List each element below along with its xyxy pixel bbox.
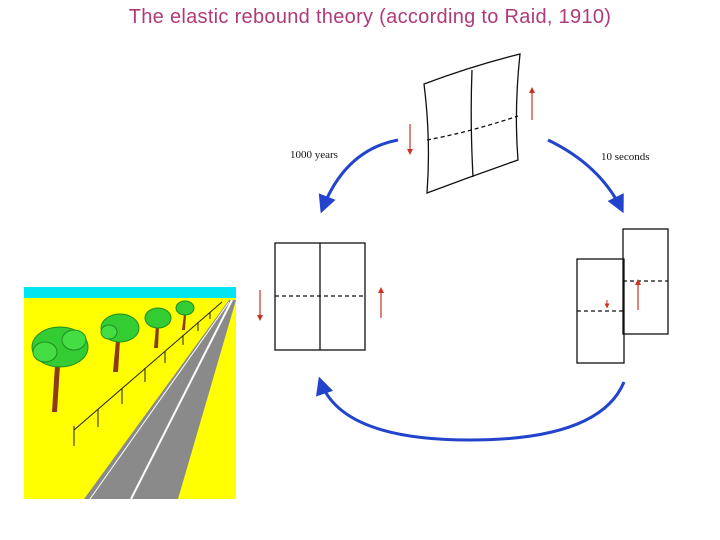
road-edge-line [89, 301, 230, 500]
tree-3 [144, 307, 172, 348]
cycle-arrow-top-left [318, 138, 399, 214]
fault-block-offset [576, 228, 669, 364]
road-center-line [130, 299, 233, 500]
label-1000-years: 1000 years [290, 149, 338, 161]
cycle-arrow-top-right [547, 138, 624, 214]
tree-4 [175, 300, 195, 330]
sky-strip [24, 287, 236, 298]
fence [73, 301, 223, 446]
slide-title: The elastic rebound theory (according to… [128, 6, 612, 28]
tree-1 [31, 326, 89, 412]
tree-2 [100, 313, 140, 372]
cycle-arrows [316, 138, 626, 442]
label-10-seconds: 10 seconds [601, 151, 650, 163]
fault-block-strained [423, 53, 521, 194]
cycle-arrow-bottom [316, 376, 626, 442]
fault-block-original [274, 242, 366, 351]
road-illustration [24, 287, 236, 500]
